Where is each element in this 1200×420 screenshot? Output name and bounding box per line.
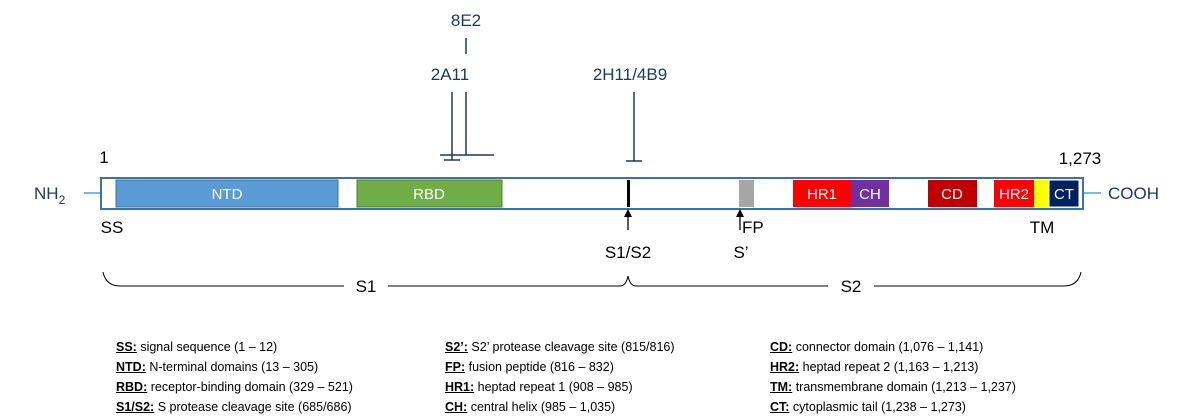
legend-item: RBD: receptor-binding domain (329 – 521) [116,380,353,394]
domain-ntd-label: NTD [212,186,243,203]
antibody-markers: 8E2 2A11 2H11/4B9 [431,11,667,162]
cleavage-site-s1s2 [627,180,630,207]
domain-hr1 [793,180,851,207]
legend-item: CT: cytoplasmic tail (1,238 – 1,273) [770,400,966,414]
legend-column-1: SS: signal sequence (1 – 12) NTD: N-term… [116,337,353,417]
domain-hr2-label: HR2 [999,186,1029,203]
region-transmembrane [1034,180,1049,207]
domain-cd-label: CD [941,186,963,203]
domain-ch [851,180,889,207]
arrowhead-s1s2 [624,209,632,217]
domain-hr1-label: HR1 [807,186,837,203]
c-terminus-label: COOH [1108,184,1159,203]
domain-hr2 [994,180,1034,207]
domain-rbd [356,179,503,208]
antibody-label-2a11: 2A11 [431,65,469,84]
domain-rbd-label: RBD [413,186,445,203]
legend-item: CD: connector domain (1,076 – 1,141) [770,340,984,354]
brace-s2-left [627,275,828,287]
legend-item: TM: transmembrane domain (1,213 – 1,237) [770,380,1016,394]
domain-cd [928,180,977,207]
domain-ct [1048,179,1080,208]
legend-item: CH: central helix (985 – 1,035) [445,400,616,414]
antibody-label-8e2: 8E2 [451,11,481,30]
legend-item: SS: signal sequence (1 – 12) [116,340,278,354]
marker-ss: SS [101,218,124,237]
domain-ntd [115,179,339,208]
marker-s1s2: S1/S2 [605,243,651,262]
legend-column-3: CD: connector domain (1,076 – 1,141) HR2… [770,337,1016,417]
brace-s1-right [388,275,629,287]
legend-item: S1/S2: S protease cleavage site (685/686… [116,400,352,414]
legend-item: FP: fusion peptide (816 – 832) [445,360,614,374]
subunit-s2-label: S2 [841,277,862,296]
marker-fp: FP [742,218,764,237]
domain-ct-label: CT [1054,186,1074,203]
domain-ch-label: CH [859,186,881,203]
n-terminus-label: NH2 [34,184,66,207]
subunit-braces [102,271,1082,287]
marker-tm: TM [1030,218,1055,237]
legend-column-2: S2’: S2’ protease cleavage site (815/816… [445,337,675,417]
marker-s2prime: S’ [733,243,748,262]
legend-item: S2’: S2’ protease cleavage site (815/816… [445,340,675,354]
position-start: 1 [99,148,108,167]
subunit-s1-label: S1 [356,277,377,296]
legend-item: HR1: heptad repeat 1 (908 – 985) [445,380,633,394]
position-end: 1,273 [1059,149,1102,168]
legend-item: NTD: N-terminal domains (13 – 305) [116,360,319,374]
brace-s2-right [874,271,1082,287]
brace-s1-left [102,271,344,287]
antibody-label-2h11-4b9: 2H11/4B9 [593,65,667,84]
region-fusion-peptide [739,180,754,207]
arrowhead-s2prime [736,209,744,217]
legend-item: HR2: heptad repeat 2 (1,163 – 1,213) [770,360,979,374]
